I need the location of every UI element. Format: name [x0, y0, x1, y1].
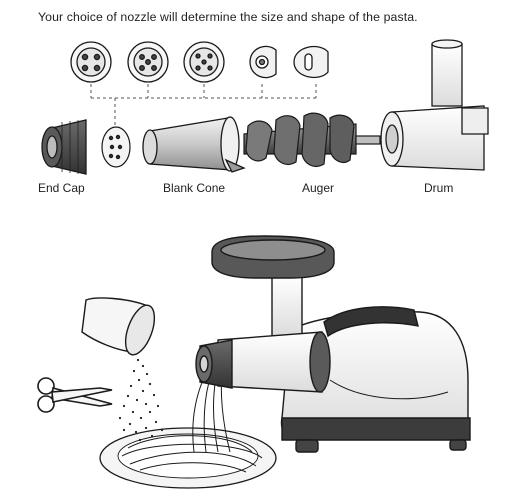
- label-auger: Auger: [302, 181, 335, 195]
- scissors-icon: [37, 377, 113, 413]
- hopper: [211, 235, 335, 337]
- drum-part: [380, 39, 489, 171]
- assembled-drum: [195, 331, 331, 393]
- label-blank-cone: Blank Cone: [163, 181, 226, 195]
- nozzle-4-icon: [249, 45, 277, 79]
- end-cap-part: [41, 119, 87, 175]
- nozzle-connector-lines: [90, 84, 317, 126]
- auger-part: [243, 112, 381, 167]
- nozzle-2-icon: [127, 41, 169, 83]
- instruction-caption: Your choice of nozzle will determine the…: [38, 10, 418, 24]
- label-end-cap: End Cap: [38, 181, 85, 195]
- nozzle-5-icon: [293, 45, 329, 79]
- measuring-cup: [81, 297, 156, 356]
- nozzle-disc-part: [101, 126, 131, 168]
- blank-cone-part: [142, 116, 246, 173]
- label-drum: Drum: [424, 181, 454, 195]
- nozzle-3-icon: [183, 41, 225, 83]
- flour-particles: [118, 358, 164, 442]
- nozzle-1-icon: [70, 41, 112, 83]
- plate: [99, 427, 277, 489]
